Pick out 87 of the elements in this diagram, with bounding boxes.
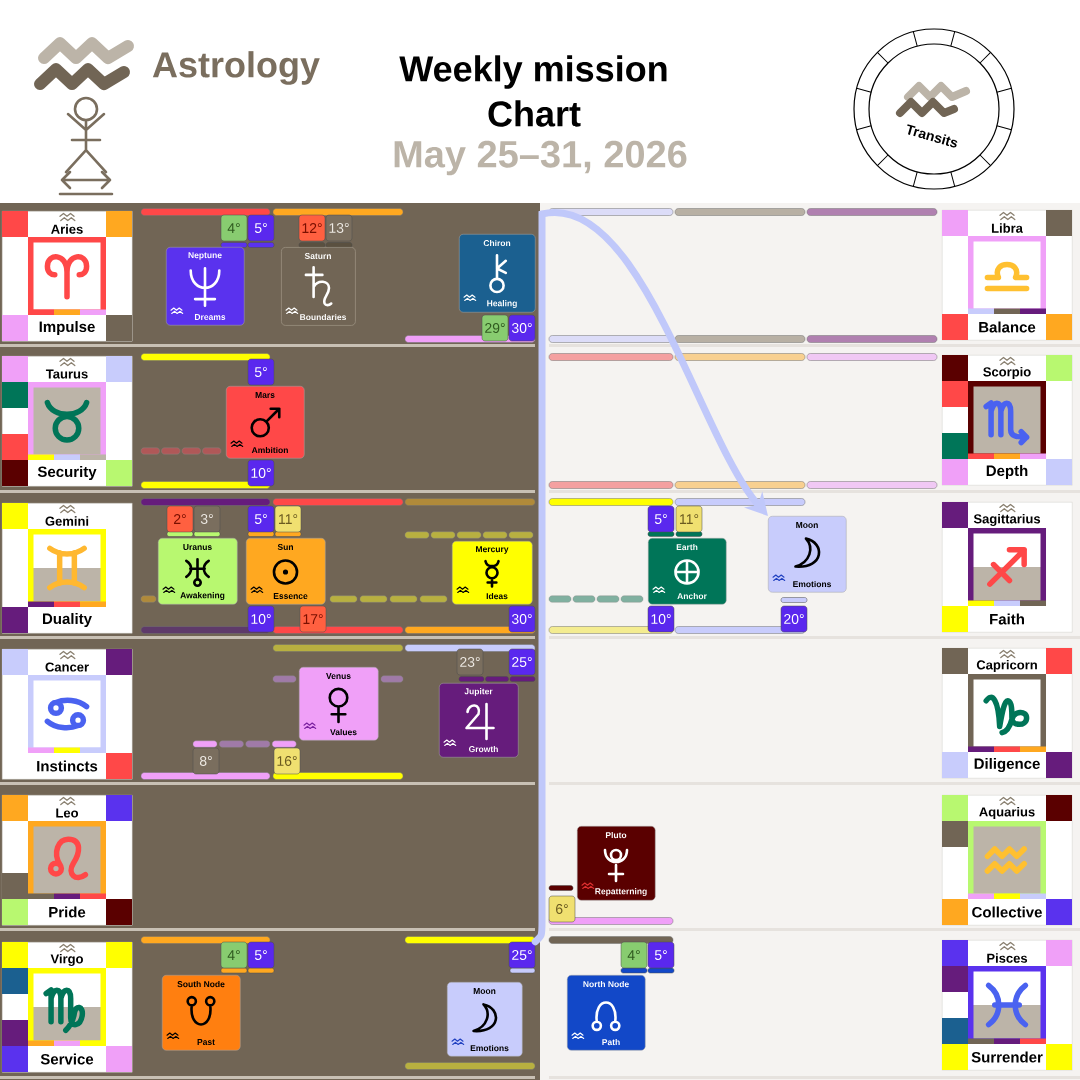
degree-badge: 10° xyxy=(247,605,275,633)
sign-name: Taurus xyxy=(45,369,88,379)
keyword: Surrender xyxy=(971,1051,1043,1063)
keyword: Depth xyxy=(986,465,1028,479)
keyword: Awakening xyxy=(180,592,225,600)
planet-name: Neptune xyxy=(188,252,222,260)
keyword: Growth xyxy=(469,745,498,753)
degree-badge: 5° xyxy=(647,941,675,969)
degree-badge: 10° xyxy=(647,605,675,633)
planet-name: Venus xyxy=(326,673,351,679)
degree-badge: 2° xyxy=(166,505,194,533)
keyword: Emotions xyxy=(470,1044,509,1052)
degree-badge: 5° xyxy=(647,505,675,533)
sign-name: Capricorn xyxy=(976,659,1037,673)
sign-name: Pisces xyxy=(987,953,1028,963)
keyword: Path xyxy=(602,1038,620,1046)
planet-name: Mercury xyxy=(476,546,509,554)
planet-name: Chiron xyxy=(483,239,511,247)
planet-name: South Node xyxy=(177,980,225,988)
degree-badge: 8° xyxy=(192,747,220,775)
degree-badge: 12° xyxy=(298,214,326,242)
degree-badge: 16° xyxy=(273,747,301,775)
degree-badge: 17° xyxy=(299,605,327,633)
degree-badge: 20° xyxy=(780,605,808,633)
sign-name: Cancer xyxy=(45,662,89,672)
keyword: Ideas xyxy=(486,592,508,600)
keyword: Repatterning xyxy=(595,888,647,896)
degree-badge: 30° xyxy=(508,605,536,633)
keyword: Ambition xyxy=(251,446,288,454)
planet-name: North Node xyxy=(583,980,629,988)
degree-badge: 5° xyxy=(247,358,275,386)
keyword: Pride xyxy=(49,906,86,918)
heading-text: Astrology xyxy=(152,51,320,85)
degree-badge: 4° xyxy=(620,941,648,969)
sign-name: Scorpio xyxy=(983,366,1031,380)
degree-badge: 11° xyxy=(274,505,302,533)
keyword: Essence xyxy=(273,593,308,599)
degree-badge: 25° xyxy=(508,941,536,969)
keyword: Emotions xyxy=(793,580,831,588)
planet-name: Saturn xyxy=(304,253,331,259)
keyword: Collective xyxy=(972,906,1042,918)
degree-badge: 4° xyxy=(220,214,248,242)
keyword: Faith xyxy=(990,613,1024,625)
sign-name: Libra xyxy=(992,223,1023,233)
sign-name: Leo xyxy=(56,808,79,818)
keyword: Service xyxy=(40,1053,94,1065)
sign-name: Sagittarius xyxy=(973,513,1041,527)
keyword: Values xyxy=(330,728,357,736)
degree-badge: 5° xyxy=(247,941,275,969)
keyword: Anchor xyxy=(677,592,707,600)
sign-name: Aries xyxy=(51,224,83,234)
planet-name: Earth xyxy=(676,543,698,551)
degree-badge: 11° xyxy=(675,505,703,533)
degree-badge: 25° xyxy=(508,648,536,676)
degree-badge: 4° xyxy=(220,941,248,969)
degree-badge: 13° xyxy=(325,214,353,242)
keyword: Past xyxy=(197,1039,215,1045)
keyword: Balance xyxy=(979,321,1036,333)
keyword: Healing xyxy=(487,300,517,308)
degree-badge: 10° xyxy=(247,459,275,487)
degree-badge: 29° xyxy=(481,314,509,342)
keyword: Security xyxy=(37,466,97,480)
degree-badge: 23° xyxy=(456,648,484,676)
sign-name: Gemini xyxy=(45,516,89,526)
keyword: Boundaries xyxy=(300,313,347,321)
keyword: Duality xyxy=(43,613,92,627)
degree-badge: 5° xyxy=(247,505,275,533)
planet-name: Sun xyxy=(277,544,293,550)
degree-badge: 6° xyxy=(548,895,576,923)
keyword: Instincts xyxy=(37,760,98,772)
degree-badge: 5° xyxy=(247,214,275,242)
title: Weekly mission Chart xyxy=(399,55,667,127)
planet-name: Mars xyxy=(255,392,275,398)
sign-name: Virgo xyxy=(50,953,83,967)
degree-badge: 30° xyxy=(508,314,536,342)
curved-arrow xyxy=(531,209,768,946)
planet-name: Moon xyxy=(796,522,818,528)
planet-name: Jupiter xyxy=(464,688,493,696)
planet-name: Pluto xyxy=(605,831,627,839)
subtitle: May 25–31, 2026 xyxy=(394,140,687,176)
keyword: Diligence xyxy=(974,758,1040,773)
keyword: Impulse xyxy=(39,321,95,335)
degree-badge: 3° xyxy=(193,505,221,533)
planet-name: Uranus xyxy=(183,544,212,550)
keyword: Dreams xyxy=(194,314,226,320)
sign-name: Aquarius xyxy=(979,806,1035,820)
planet-name: Moon xyxy=(473,988,496,994)
